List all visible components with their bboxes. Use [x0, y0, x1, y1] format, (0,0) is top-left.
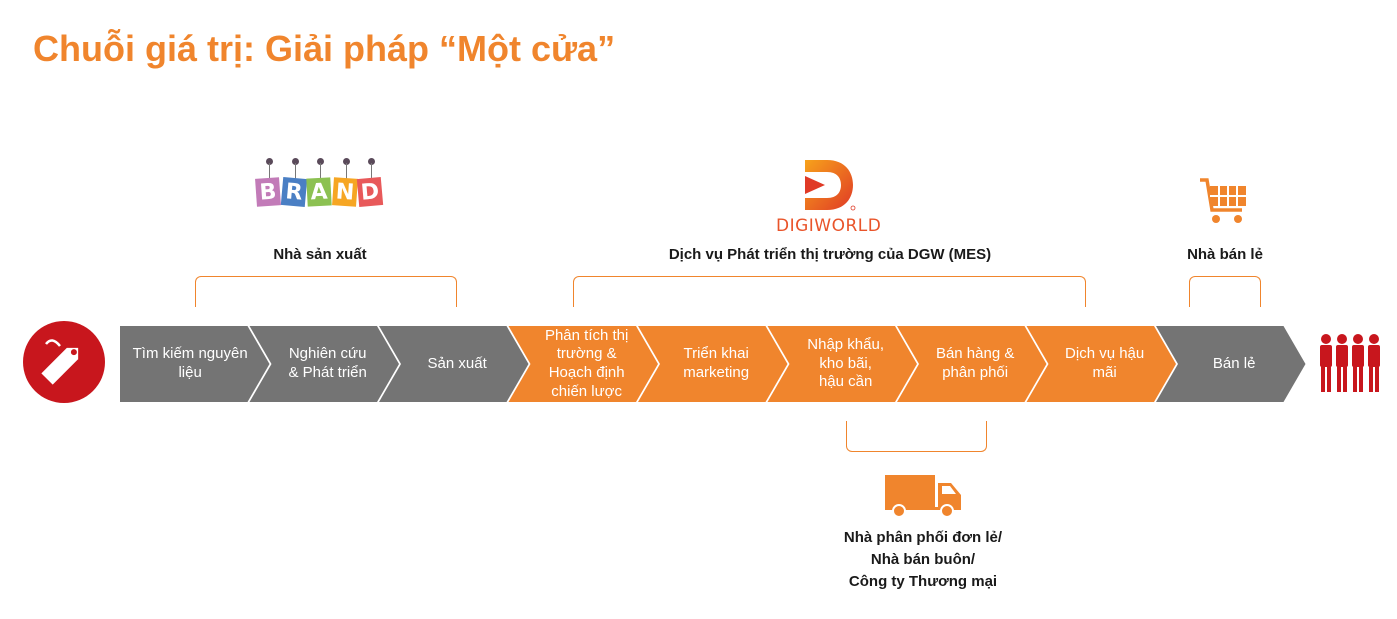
chain-step-label: Sản xuất: [399, 320, 515, 408]
digiworld-logo-icon: [805, 160, 856, 211]
chain-step-text: Nhập khẩu, kho bãi, hậu cần: [807, 335, 885, 391]
shopping-cart-icon: [1200, 178, 1246, 223]
delivery-truck-icon: [885, 475, 961, 518]
chain-step-label: Bán hàng & phân phối: [917, 320, 1033, 408]
price-tag-icon: [23, 321, 105, 403]
group-label-manufacturer: Nhà sản xuất: [273, 246, 367, 263]
customers-group-icon: [1320, 334, 1380, 392]
chain-step-text: Phân tích thị trường & Hoạch định chiến …: [544, 326, 629, 400]
chain-step-arrow: [767, 326, 917, 402]
chain-step-label: Nhập khẩu, kho bãi, hậu cần: [788, 320, 904, 408]
chain-step-arrow: [508, 326, 658, 402]
page-title: Chuỗi giá trị: Giải pháp “Một cửa”: [33, 28, 616, 69]
group-label-retailer: Nhà bán lẻ: [1187, 246, 1263, 263]
chain-step-label: Tìm kiếm nguyên liệu: [124, 320, 256, 408]
chain-step-text: Triển khai marketing: [683, 345, 750, 381]
chain-step-arrow: [249, 326, 399, 402]
chain-step-arrow: [638, 326, 788, 402]
chain-step-text: Nghiên cứu & Phát triển: [288, 345, 367, 381]
distributor-label: Nhà phân phối đơn lẻ/ Nhà bán buôn/ Công…: [823, 527, 1023, 593]
chain-step-text: Bán hàng & phân phối: [935, 345, 1015, 381]
chain-step-arrow: [379, 326, 529, 402]
chain-step-arrow: [897, 326, 1047, 402]
chain-step-arrow: [120, 326, 270, 402]
digiworld-logo-text: DIGIWORLD: [776, 216, 882, 236]
distributor-line-3: Công ty Thương mại: [848, 573, 998, 590]
distributor-line-1: Nhà phân phối đơn lẻ/: [843, 529, 1003, 546]
chain-step-label: Triển khai marketing: [658, 320, 774, 408]
chain-step-label: Phân tích thị trường & Hoạch định chiến …: [529, 320, 645, 408]
chain-step-text: Dịch vụ hậu mãi: [1065, 345, 1145, 381]
chain-step-label: Nghiên cứu & Phát triển: [270, 320, 386, 408]
distributor-line-2: Nhà bán buôn/: [870, 551, 976, 568]
bracket-distributor: [846, 421, 987, 452]
chain-step-text: Sản xuất: [427, 354, 487, 372]
chain-step-label: Bán lẻ: [1176, 320, 1292, 408]
brand-tags-icon: B R A N D: [254, 158, 386, 230]
bracket-manufacturer: [195, 276, 457, 307]
group-label-dgw: Dịch vụ Phát triển thị trường của DGW (M…: [668, 246, 992, 263]
bracket-retailer: [1189, 276, 1261, 307]
chain-step-arrow: [1026, 326, 1176, 402]
bracket-dgw: [573, 276, 1086, 307]
chain-step-text: Tìm kiếm nguyên liệu: [132, 345, 248, 381]
chain-step-text: Bán lẻ: [1212, 354, 1256, 372]
chain-step-label: Dịch vụ hậu mãi: [1047, 320, 1163, 408]
chain-step-arrow: [1156, 326, 1306, 402]
